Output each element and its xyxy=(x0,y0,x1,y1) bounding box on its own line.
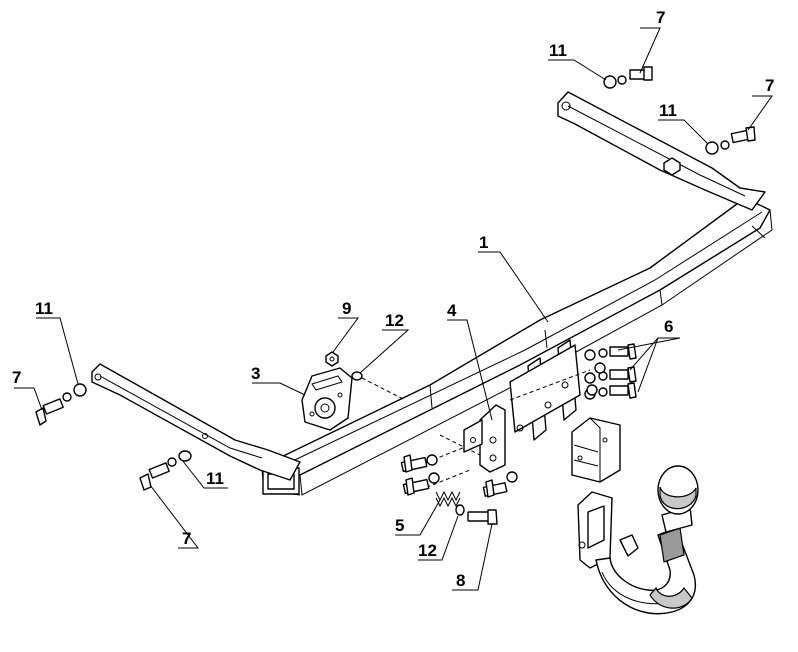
bolt-set-lower-left xyxy=(139,450,192,491)
spring-part-5 xyxy=(435,490,461,508)
bolt-set-left xyxy=(35,383,87,426)
callout-7-right: 7 xyxy=(765,76,774,95)
right-side-arm xyxy=(557,91,766,239)
callout-4: 4 xyxy=(447,301,457,320)
callout-7-top: 7 xyxy=(656,8,665,27)
callout-7-bottom: 7 xyxy=(182,529,191,548)
coupling-receiver-block xyxy=(571,417,621,483)
crossbar-part-1 xyxy=(261,197,773,496)
callout-7-left: 7 xyxy=(12,368,21,387)
washer-part-12-upper xyxy=(351,371,363,381)
callout-9: 9 xyxy=(342,299,351,318)
callout-11-left: 11 xyxy=(35,299,53,318)
callout-11-top: 11 xyxy=(549,41,567,60)
callout-11-bottom: 11 xyxy=(206,469,224,488)
bolt-set-part-4 xyxy=(400,454,518,498)
washer-part-12-lower xyxy=(455,504,465,516)
callout-8: 8 xyxy=(456,571,465,590)
bracket-part-4 xyxy=(463,404,506,473)
bolt-stack-part-6 xyxy=(584,343,637,400)
callout-5: 5 xyxy=(395,516,404,535)
socket-plate-part-3 xyxy=(301,367,353,431)
nut-part-9 xyxy=(325,351,339,367)
bolt-part-8 xyxy=(467,509,498,525)
bolt-set-upper-right xyxy=(603,66,653,89)
callout-11-right: 11 xyxy=(659,101,677,120)
callout-6: 6 xyxy=(664,317,673,336)
callout-12-upper: 12 xyxy=(385,311,404,330)
callout-1: 1 xyxy=(479,233,488,252)
center-mount-plates xyxy=(509,339,581,441)
callout-3: 3 xyxy=(251,364,260,383)
tow-ball-assembly xyxy=(577,465,699,615)
leader-lines xyxy=(14,27,773,591)
callout-12-lower: 12 xyxy=(418,541,437,560)
callout-labels: 1 3 4 5 6 7 7 7 7 8 9 11 11 11 11 12 12 xyxy=(12,8,774,590)
bolt-set-right xyxy=(705,126,756,155)
left-side-arm xyxy=(91,363,301,481)
